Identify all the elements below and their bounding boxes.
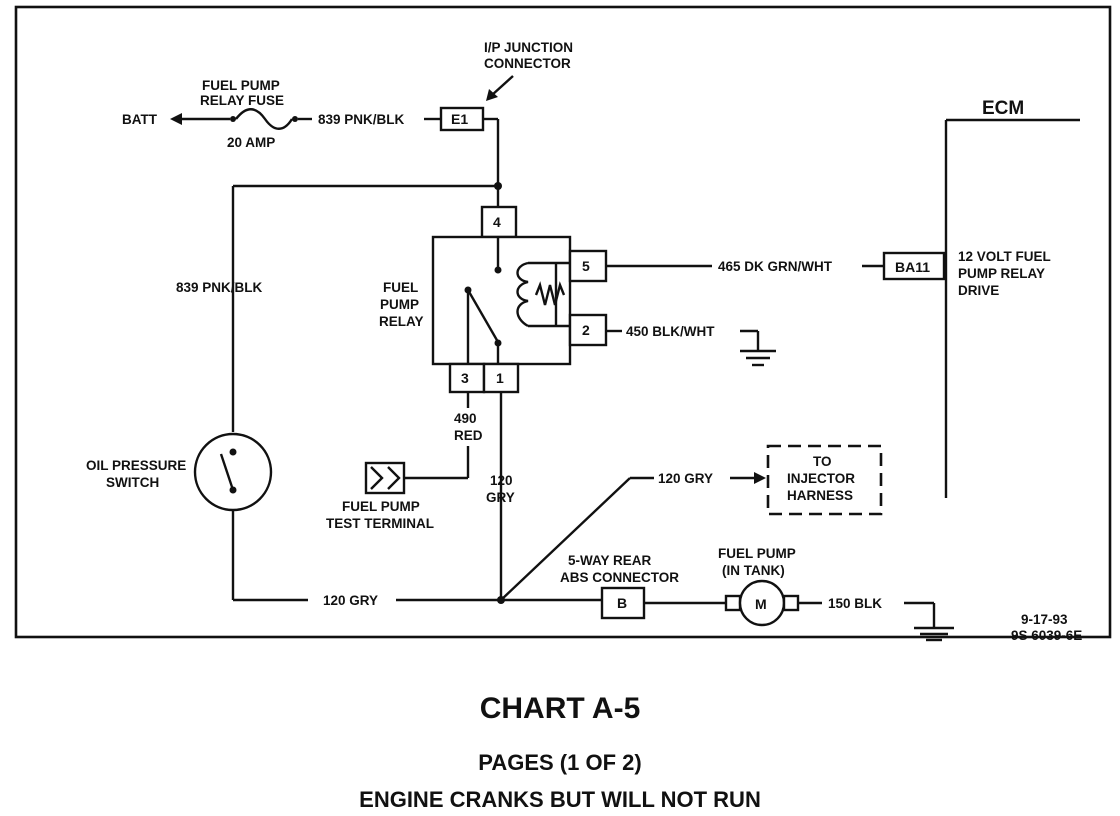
abs-pin-label: B (617, 595, 627, 611)
e1-label: E1 (451, 111, 468, 127)
svg-text:2: 2 (582, 322, 590, 338)
fuse-name-line1: FUEL PUMP (202, 78, 280, 93)
ground-symbol-relay (740, 329, 776, 367)
wire-150-label: 150 BLK (828, 596, 882, 611)
svg-text:5: 5 (582, 258, 590, 274)
batt-arrow (170, 113, 230, 125)
chart-pages: PAGES (1 OF 2) (478, 750, 641, 775)
svg-text:1: 1 (496, 370, 504, 386)
abs-connector (600, 586, 646, 620)
relay-coil (516, 261, 570, 328)
diagram-code: 9S 6039-6E (1011, 628, 1082, 643)
chart-subtitle: ENGINE CRANKS BUT WILL NOT RUN (359, 787, 761, 812)
test-terminal-line2: TEST TERMINAL (326, 516, 434, 531)
ecm-label: ECM (982, 98, 1024, 119)
wire-490-line2: RED (454, 428, 483, 443)
diagram-date: 9-17-93 (1021, 612, 1068, 627)
relay-pin4 (480, 205, 518, 239)
fuse-symbol (230, 108, 312, 130)
fuel-pump-motor (724, 579, 800, 627)
oil-switch-line1: OIL PRESSURE (86, 458, 186, 473)
ip-junction-arrow (486, 75, 514, 101)
oil-switch-line2: SWITCH (106, 475, 159, 490)
ba11-connector (882, 251, 946, 281)
relay-drive-line2: PUMP RELAY (958, 266, 1045, 281)
wire-450-label: 450 BLK/WHT (626, 324, 715, 339)
fuel-pump-relay (431, 235, 572, 366)
batt-label: BATT (122, 112, 158, 127)
relay-drive-line3: DRIVE (958, 283, 999, 298)
svg-text:4: 4 (493, 214, 501, 230)
abs-connector-line1: 5-WAY REAR (568, 553, 652, 568)
injector-line2: INJECTOR (787, 471, 855, 486)
fuel-pump-test-terminal (364, 461, 406, 495)
fuel-pump-line2: (IN TANK) (722, 563, 785, 578)
test-terminal-line1: FUEL PUMP (342, 499, 420, 514)
wire-120-center-line2: GRY (486, 490, 515, 505)
wire-490-line1: 490 (454, 411, 477, 426)
diagram-frame (14, 5, 1112, 639)
fuse-rating: 20 AMP (227, 135, 275, 150)
ip-junction-line1: I/P JUNCTION (484, 40, 573, 55)
wire-120-bottom-label: 120 GRY (323, 593, 378, 608)
injector-line3: HARNESS (787, 488, 853, 503)
wire-839-top-label: 839 PNK/BLK (318, 112, 405, 127)
relay-contacts (464, 237, 502, 366)
ip-junction-line2: CONNECTOR (484, 56, 571, 71)
wire-839-left-label: 839 PNK/BLK (176, 280, 263, 295)
injector-line1: TO (813, 454, 832, 469)
relay-drive-line1: 12 VOLT FUEL (958, 249, 1051, 264)
fuel-pump-line1: FUEL PUMP (718, 546, 796, 561)
ecm-block (944, 118, 1080, 498)
motor-label: M (755, 596, 767, 612)
injector-arrow (730, 472, 766, 484)
ba11-label: BA11 (895, 259, 930, 275)
wire-120-center-line1: 120 (490, 473, 513, 488)
svg-text:3: 3 (461, 370, 469, 386)
relay-pin2 (568, 313, 608, 347)
oil-pressure-switch (193, 432, 273, 512)
wire-120-upper-label: 120 GRY (658, 471, 713, 486)
ground-symbol-pump (904, 601, 954, 642)
abs-connector-line2: ABS CONNECTOR (560, 570, 679, 585)
relay-label-line1: FUEL (383, 280, 418, 295)
wire-465-label: 465 DK GRN/WHT (718, 259, 833, 274)
relay-pin1 (482, 362, 520, 394)
relay-label-line3: RELAY (379, 314, 424, 329)
relay-label-line2: PUMP (380, 297, 419, 312)
chart-title: CHART A-5 (480, 692, 641, 725)
injector-harness-box (766, 444, 883, 516)
fuse-name-line2: RELAY FUSE (200, 93, 284, 108)
